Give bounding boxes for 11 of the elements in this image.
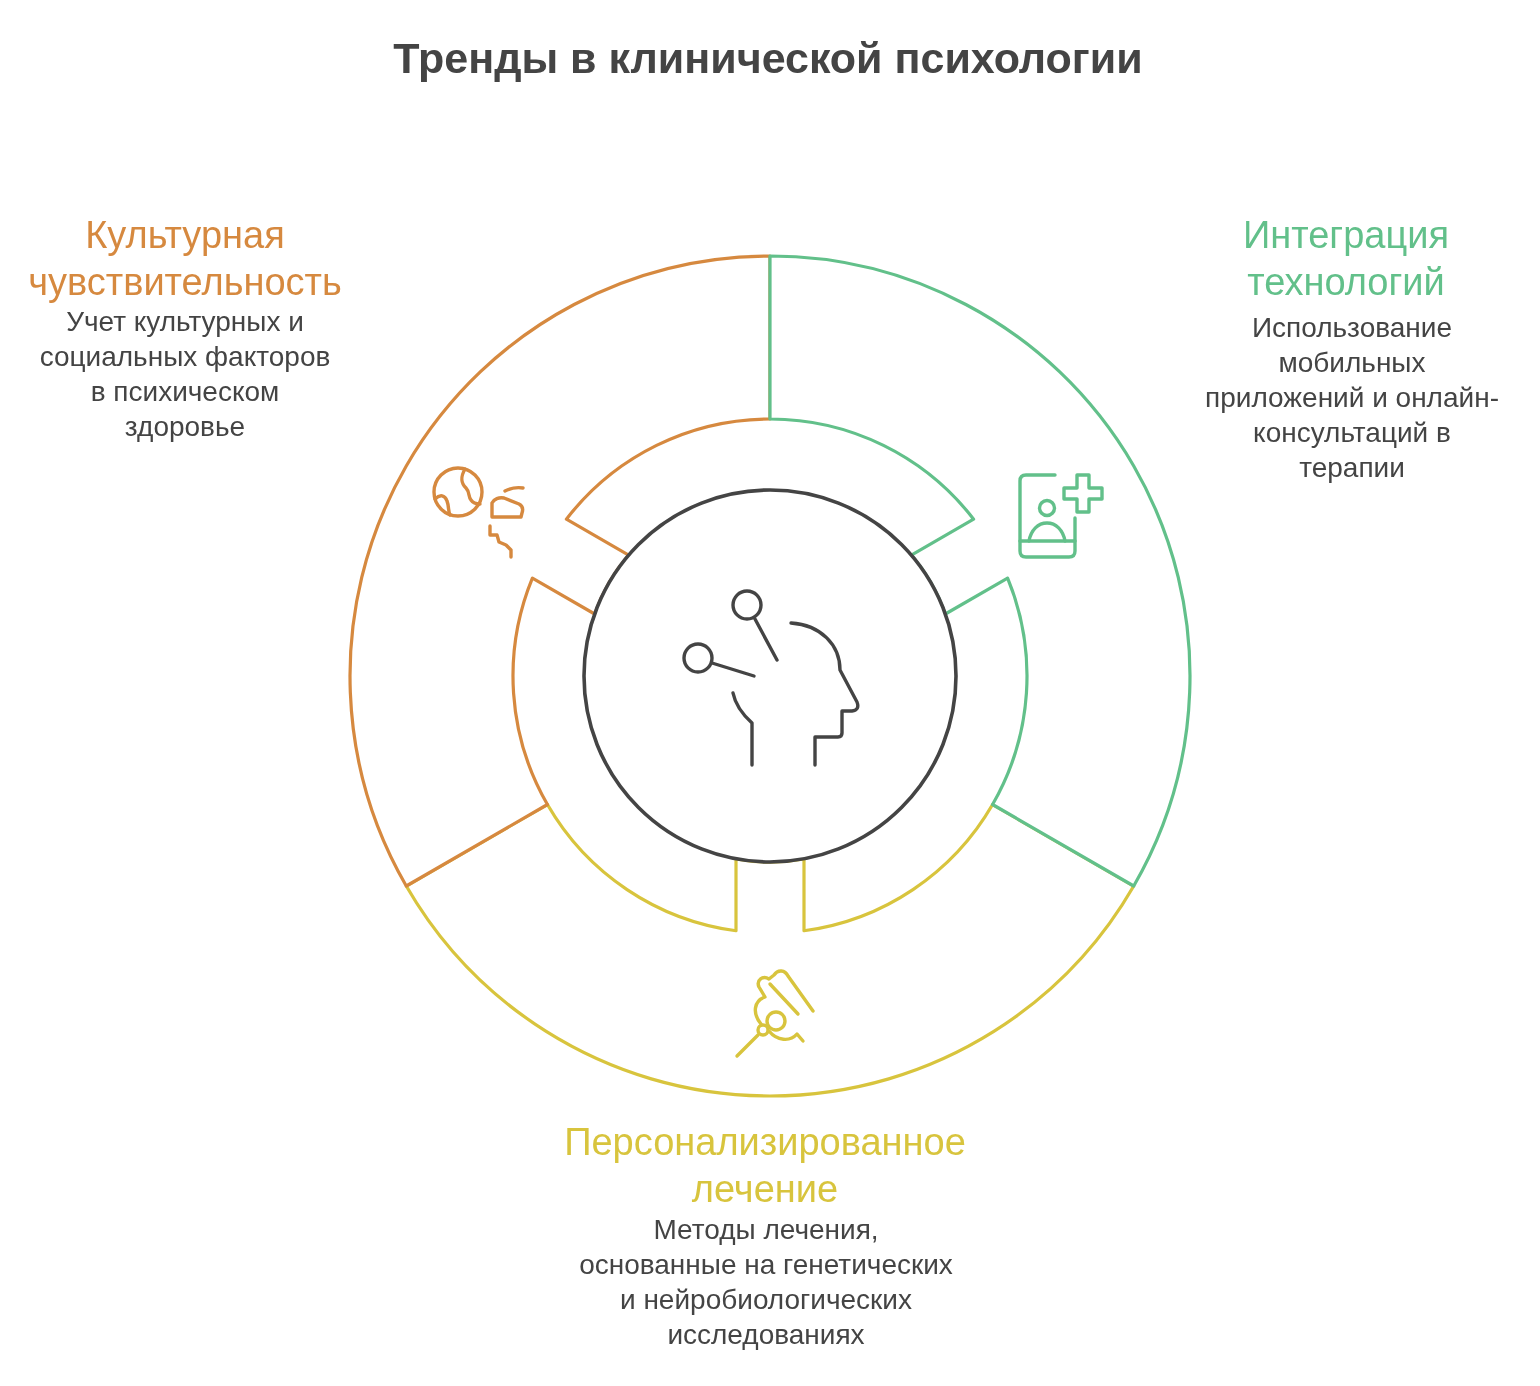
ring-segment [404,802,1136,1097]
segment-heading: Персонализированное лечение [563,1120,967,1212]
segment-heading: Интеграция технологий [1241,213,1451,305]
segment-description: Методы лечения, основанные на генетических и нейробиологических исследованиях [578,1213,954,1352]
ring-segment [768,254,1192,888]
center-circle [582,488,958,864]
segment-description: Учет культурных и социальных факторов в психическом здоровье [38,305,332,444]
diagram-title: Тренды в клинической психологии [392,33,1144,84]
segment-description: Использование мобильных приложений и онлайн-консультаций в терапии [1204,311,1500,485]
segment-heading: Культурная чувствительность [27,213,343,305]
ring-segment [348,254,772,888]
